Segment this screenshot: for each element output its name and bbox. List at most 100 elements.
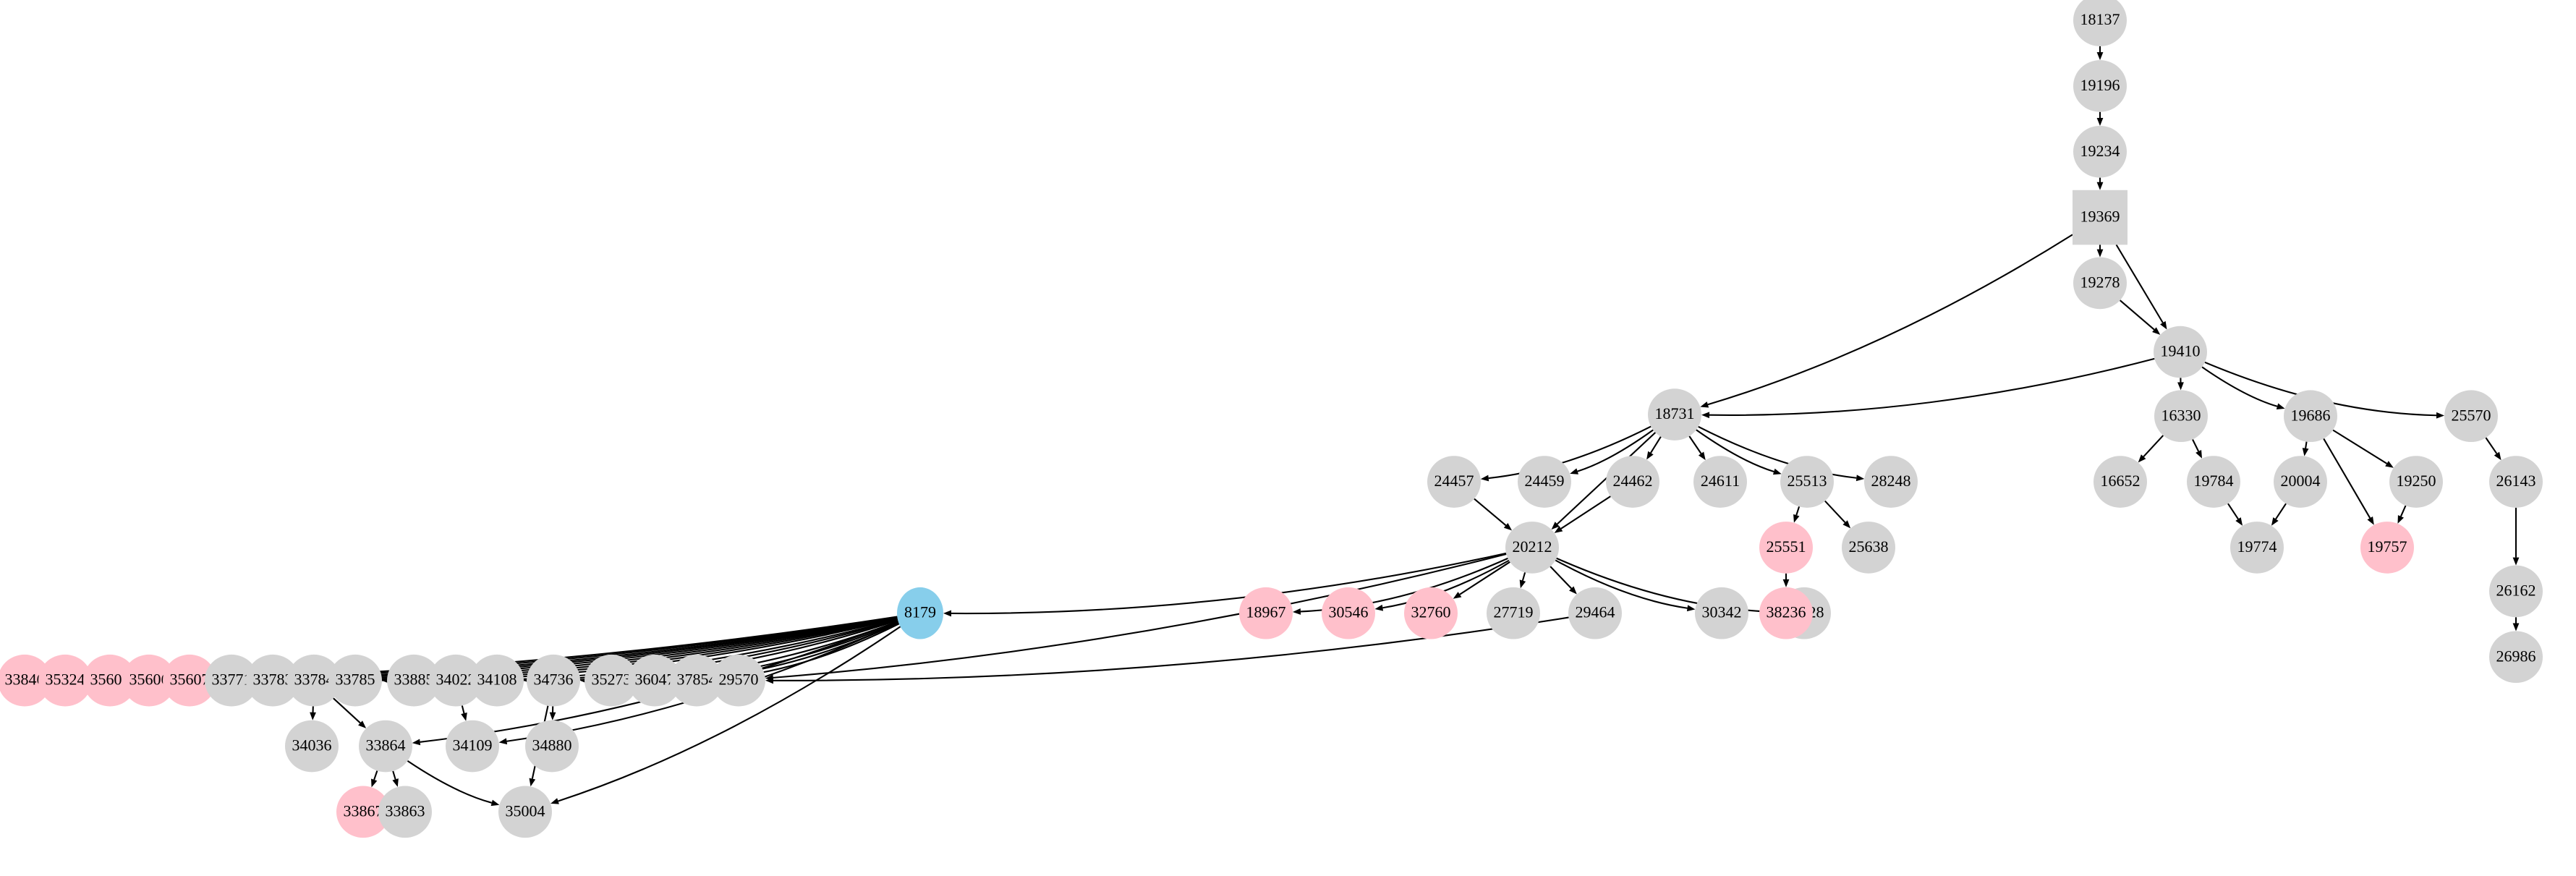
graph-node[interactable]: 27719 [1487, 587, 1540, 639]
node-ellipse-shape[interactable] [527, 654, 580, 707]
graph-node[interactable]: 30342 [1695, 587, 1748, 639]
graph-node[interactable]: 34880 [525, 720, 579, 773]
graph-node[interactable]: 19774 [2230, 522, 2284, 574]
node-ellipse-shape[interactable] [1759, 587, 1813, 639]
node-ellipse-shape[interactable] [2093, 456, 2147, 508]
node-ellipse-shape[interactable] [336, 786, 390, 838]
node-ellipse-shape[interactable] [1505, 522, 1559, 574]
node-ellipse-shape[interactable] [712, 654, 765, 707]
node-ellipse-shape[interactable] [1780, 456, 1834, 508]
node-ellipse-shape[interactable] [525, 720, 579, 773]
graph-node[interactable]: 24611 [1693, 456, 1747, 508]
node-ellipse-shape[interactable] [628, 654, 681, 707]
node-ellipse-shape[interactable] [2444, 390, 2498, 443]
graph-node[interactable]: 19250 [2389, 456, 2443, 508]
node-ellipse-shape[interactable] [359, 720, 412, 773]
graph-node[interactable]: 16652 [2093, 456, 2147, 508]
node-ellipse-shape[interactable] [1487, 587, 1540, 639]
graph-node[interactable]: 19686 [2284, 390, 2337, 443]
node-ellipse-shape[interactable] [163, 654, 216, 707]
graph-node[interactable]: 28248 [1864, 456, 1918, 508]
graph-node[interactable]: 16330 [2154, 390, 2208, 443]
node-ellipse-shape[interactable] [1842, 522, 1895, 574]
graph-node[interactable]: 19278 [2073, 257, 2127, 310]
node-ellipse-shape[interactable] [1759, 522, 1813, 574]
graph-node[interactable]: 33863 [378, 786, 432, 838]
graph-node[interactable]: 34108 [470, 654, 524, 707]
graph-node[interactable]: 19196 [2073, 60, 2127, 112]
node-ellipse-shape[interactable] [378, 786, 432, 838]
graph-node[interactable]: 24462 [1606, 456, 1659, 508]
graph-node[interactable]: 20212 [1505, 522, 1559, 574]
graph-node[interactable]: 24459 [1518, 456, 1571, 508]
graph-node[interactable]: 35004 [498, 786, 552, 838]
node-ellipse-shape[interactable] [1322, 587, 1375, 639]
node-ellipse-shape[interactable] [1864, 456, 1918, 508]
node-ellipse-shape[interactable] [2489, 631, 2543, 684]
node-ellipse-shape[interactable] [2360, 522, 2414, 574]
node-ellipse-shape[interactable] [2489, 456, 2543, 508]
node-ellipse-shape[interactable] [2389, 456, 2443, 508]
node-ellipse-shape[interactable] [1404, 587, 1458, 639]
node-ellipse-shape[interactable] [470, 654, 524, 707]
node-ellipse-shape[interactable] [2154, 390, 2208, 443]
graph-node[interactable]: 8179 [897, 587, 943, 639]
graph-node[interactable]: 33785 [328, 654, 382, 707]
node-ellipse-shape[interactable] [38, 654, 92, 707]
node-ellipse-shape[interactable] [0, 654, 51, 707]
graph-node[interactable]: 34036 [285, 720, 339, 773]
node-ellipse-shape[interactable] [1606, 456, 1659, 508]
node-box-shape[interactable] [2073, 190, 2127, 245]
node-ellipse-shape[interactable] [670, 654, 723, 707]
graph-node[interactable]: 30546 [1322, 587, 1375, 639]
node-ellipse-shape[interactable] [1518, 456, 1571, 508]
graph-node[interactable]: 38236 [1759, 587, 1813, 639]
graph-node[interactable]: 18967 [1239, 587, 1293, 639]
graph-node[interactable]: 29464 [1568, 587, 1622, 639]
node-ellipse-shape[interactable] [1427, 456, 1481, 508]
node-ellipse-shape[interactable] [2073, 0, 2127, 46]
graph-node[interactable]: 26162 [2489, 565, 2543, 618]
node-ellipse-shape[interactable] [2274, 456, 2327, 508]
node-ellipse-shape[interactable] [2073, 125, 2127, 178]
node-ellipse-shape[interactable] [2187, 456, 2240, 508]
graph-node[interactable]: 34109 [446, 720, 499, 773]
graph-node[interactable]: 19234 [2073, 125, 2127, 178]
graph-node[interactable]: 33864 [359, 720, 412, 773]
graph-node[interactable]: 19369 [2073, 190, 2127, 245]
node-ellipse-shape[interactable] [122, 654, 176, 707]
node-ellipse-shape[interactable] [446, 720, 499, 773]
node-ellipse-shape[interactable] [897, 587, 943, 639]
node-ellipse-shape[interactable] [2073, 60, 2127, 112]
node-ellipse-shape[interactable] [83, 654, 137, 707]
graph-node[interactable]: 25638 [1842, 522, 1895, 574]
node-ellipse-shape[interactable] [287, 654, 341, 707]
node-ellipse-shape[interactable] [1693, 456, 1747, 508]
graph-node[interactable]: 20004 [2274, 456, 2327, 508]
graph-node[interactable]: 24457 [1427, 456, 1481, 508]
graph-node[interactable]: 19410 [2154, 326, 2207, 378]
graph-node[interactable]: 25513 [1780, 456, 1834, 508]
node-ellipse-shape[interactable] [246, 654, 299, 707]
node-ellipse-shape[interactable] [2230, 522, 2284, 574]
graph-node[interactable]: 19757 [2360, 522, 2414, 574]
node-ellipse-shape[interactable] [2284, 390, 2337, 443]
graph-node[interactable]: 26143 [2489, 456, 2543, 508]
node-ellipse-shape[interactable] [205, 654, 258, 707]
node-ellipse-shape[interactable] [1695, 587, 1748, 639]
graph-node[interactable]: 18137 [2073, 0, 2127, 46]
node-ellipse-shape[interactable] [2154, 326, 2207, 378]
graph-node[interactable]: 29570 [712, 654, 765, 707]
node-ellipse-shape[interactable] [2489, 565, 2543, 618]
node-ellipse-shape[interactable] [429, 654, 483, 707]
node-ellipse-shape[interactable] [1648, 388, 1701, 441]
graph-node[interactable]: 19784 [2187, 456, 2240, 508]
graph-node[interactable]: 32760 [1404, 587, 1458, 639]
graph-node[interactable]: 25570 [2444, 390, 2498, 443]
node-ellipse-shape[interactable] [1239, 587, 1293, 639]
graph-node[interactable]: 18731 [1648, 388, 1701, 441]
node-ellipse-shape[interactable] [498, 786, 552, 838]
node-ellipse-shape[interactable] [328, 654, 382, 707]
graph-node[interactable]: 25551 [1759, 522, 1813, 574]
node-ellipse-shape[interactable] [2073, 257, 2127, 310]
